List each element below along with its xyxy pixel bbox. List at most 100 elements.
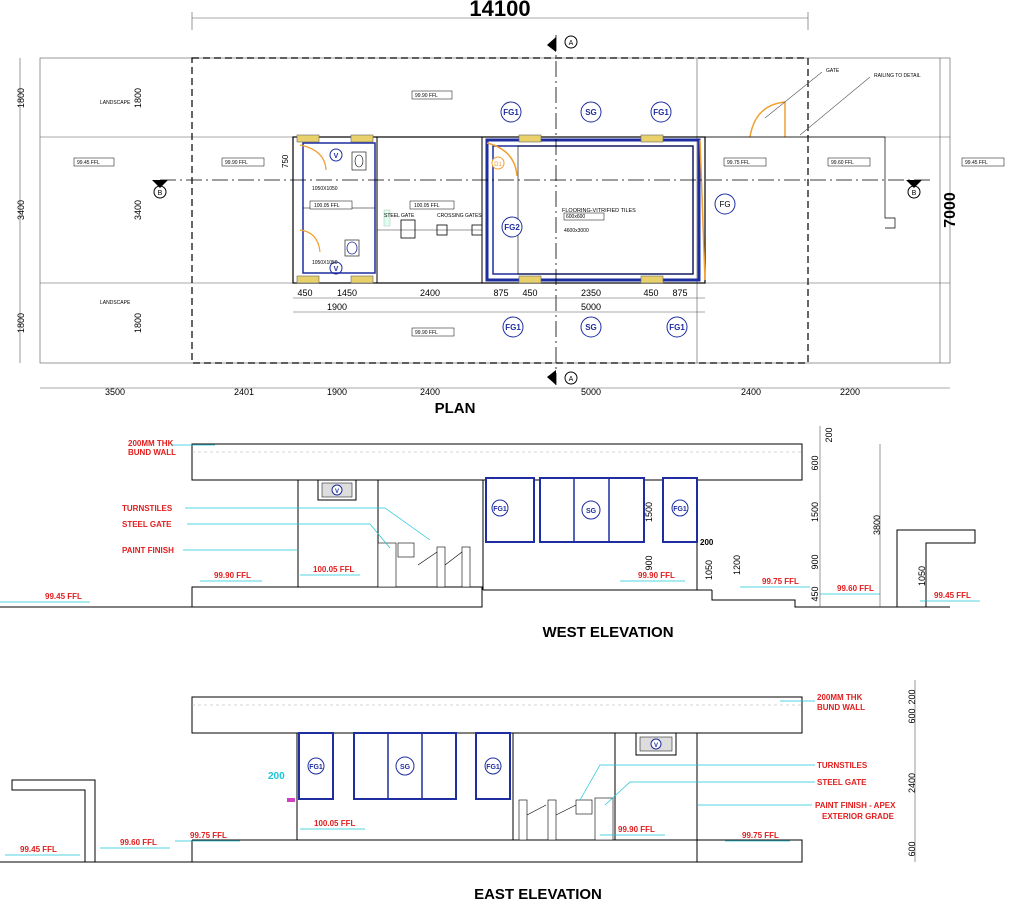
turnstiles-label: TURNSTILES xyxy=(122,504,173,513)
room-size-label: 4600x3000 xyxy=(564,228,589,234)
inner-dims-row: 450 1450 2400 875 450 2350 450 875 xyxy=(297,288,687,298)
inner-dim: 875 xyxy=(672,288,687,298)
center-level: 100.05 FFL xyxy=(414,203,440,209)
window-tag: FG1 xyxy=(309,764,323,771)
flooring-label: FLOORING-VITRIFIED TILES xyxy=(562,208,636,214)
window-tag: FG1 xyxy=(669,323,685,332)
inner-left-dim: 3400 xyxy=(133,200,143,220)
dim: 1050 xyxy=(704,560,714,580)
west-elevation-title: WEST ELEVATION xyxy=(542,624,673,641)
left-dim: 1800 xyxy=(16,313,26,333)
dim: 2400 xyxy=(907,773,917,793)
vent-label-2: V xyxy=(334,266,339,273)
dim: 3800 xyxy=(872,515,882,535)
toilet-size-label-2: 1050X1050 xyxy=(312,260,338,266)
dim: 200 xyxy=(907,689,917,704)
gate-label: GATE xyxy=(826,68,840,74)
inner-dim-2: 5000 xyxy=(581,302,601,312)
level: 99.90 FFL xyxy=(618,825,655,834)
steel-gate-label: STEEL GATE xyxy=(817,778,867,787)
landscape-label-top: LANDSCAPE xyxy=(100,100,131,106)
window-tag-fg2: FG2 xyxy=(504,223,520,232)
inner-dim: 450 xyxy=(297,288,312,298)
paint-finish-label: PAINT FINISH xyxy=(122,546,174,555)
level: 99.45 FFL xyxy=(934,591,971,600)
dim-200-cyan: 200 xyxy=(268,771,285,782)
plan-window-tags-top: FG1 SG FG1 xyxy=(500,101,672,123)
inner-dim: 450 xyxy=(522,288,537,298)
level: 99.75 FFL xyxy=(742,831,779,840)
dim: 600 xyxy=(907,841,917,856)
east-elevation-title: EAST ELEVATION xyxy=(474,886,602,903)
vent-tag: V xyxy=(335,489,339,495)
level: 100.05 FFL xyxy=(313,565,354,574)
paint-finish-label-2: EXTERIOR GRADE xyxy=(822,812,895,821)
level: 99.60 FFL xyxy=(837,584,874,593)
level: 99.90 FFL xyxy=(214,571,251,580)
flooring-size-label: 600x600 xyxy=(566,214,585,220)
window-tag: FG1 xyxy=(505,323,521,332)
level-bottom-center: 99.90 FFL xyxy=(415,330,438,336)
level-right-1: 99.75 FFL xyxy=(727,160,750,166)
plan-title: PLAN xyxy=(435,400,476,417)
window-tag-fg: FG xyxy=(719,200,730,209)
level: 99.45 FFL xyxy=(45,592,82,601)
bottom-dim: 2400 xyxy=(420,387,440,397)
section-a-top: A xyxy=(569,40,574,47)
left-dim: 3400 xyxy=(16,200,26,220)
overall-dimension: 14100 xyxy=(469,0,530,21)
window-tag: FG1 xyxy=(493,506,507,513)
vent-tag: V xyxy=(654,743,658,749)
east-elevation: FG1 SG FG1 V 200 200MM THK BUND WALL TUR… xyxy=(0,680,917,903)
level: 99.45 FFL xyxy=(20,845,57,854)
left-dim: 1800 xyxy=(16,88,26,108)
window-tag: SG xyxy=(585,108,597,117)
dim: 450 xyxy=(810,586,820,601)
level-right-outer: 99.45 FFL xyxy=(965,160,988,166)
bottom-dim: 1900 xyxy=(327,387,347,397)
bottom-dims: 3500 2401 1900 2400 5000 2400 2200 xyxy=(105,387,860,397)
dim: 200 xyxy=(700,538,714,547)
inner-dim: 875 xyxy=(493,288,508,298)
window-tag: SG xyxy=(585,323,597,332)
dim: 600 xyxy=(907,708,917,723)
inner-left-dim: 1800 xyxy=(133,313,143,333)
bottom-dim: 3500 xyxy=(105,387,125,397)
bottom-dim: 2400 xyxy=(741,387,761,397)
inner-dim: 1450 xyxy=(337,288,357,298)
level: 99.60 FFL xyxy=(120,838,157,847)
inner-dim: 2350 xyxy=(581,288,601,298)
landscape-label-bottom: LANDSCAPE xyxy=(100,300,131,306)
dim: 1500 xyxy=(644,502,654,522)
window-tag: SG xyxy=(400,764,411,771)
dim: 1500 xyxy=(810,502,820,522)
section-b-right: B xyxy=(912,190,917,197)
inner-dim-2: 1900 xyxy=(327,302,347,312)
dim: 200 xyxy=(824,427,834,442)
level: 100.05 FFL xyxy=(314,819,355,828)
level-top-center: 99.90 FFL xyxy=(415,93,438,99)
level-left-outer: 99.45 FFL xyxy=(77,160,100,166)
door-tag: D1 xyxy=(494,162,502,168)
steel-gate-label: STEEL GATE xyxy=(384,213,415,219)
section-b-left: B xyxy=(158,190,163,197)
dim: 1200 xyxy=(732,555,742,575)
bund-wall-label: 200MM THK xyxy=(128,439,174,448)
railing-label: RAILING TO DETAIL xyxy=(874,73,921,79)
dim: 900 xyxy=(644,555,654,570)
toilet-size-label: 1050X1050 xyxy=(312,186,338,192)
bottom-dim: 5000 xyxy=(581,387,601,397)
steel-gate-label: STEEL GATE xyxy=(122,520,172,529)
west-elevation: V FG1 SG FG1 200MM THK BUND WALL TURNSTI… xyxy=(0,426,980,641)
window-tag: SG xyxy=(586,508,597,515)
window-tag: FG1 xyxy=(503,108,519,117)
paint-finish-label: PAINT FINISH - APEX xyxy=(815,801,896,810)
toilet-level: 100.05 FFL xyxy=(314,203,340,209)
bund-wall-label-2: BUND WALL xyxy=(817,703,865,712)
height-dimension: 7000 xyxy=(942,192,959,228)
west-windows: FG1 SG FG1 xyxy=(485,477,698,543)
plan-window-tags-bottom: FG1 SG FG1 xyxy=(502,316,688,338)
east-windows: FG1 SG FG1 xyxy=(298,732,511,800)
inner-dim: 450 xyxy=(643,288,658,298)
